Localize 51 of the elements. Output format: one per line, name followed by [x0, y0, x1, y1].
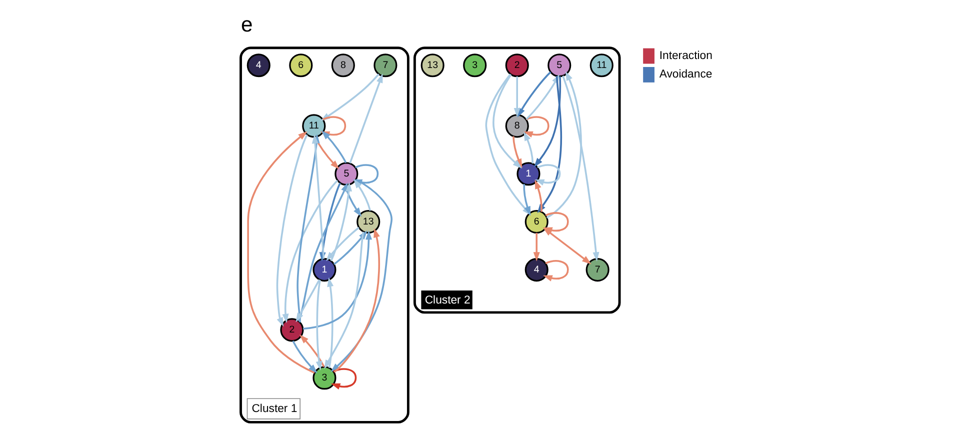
arrow: [330, 368, 356, 390]
arrow: [326, 277, 334, 368]
arrow: [344, 184, 362, 217]
arrow: [276, 134, 308, 327]
arrow: [523, 116, 549, 138]
arrow: [295, 279, 320, 322]
diagram-title: e: [240, 13, 252, 36]
arrow: [542, 212, 568, 234]
arrow: [330, 182, 352, 262]
arrow: [542, 260, 568, 282]
node-circle: 6: [288, 54, 312, 78]
arrow: [282, 180, 338, 324]
node-circle: 8: [330, 54, 354, 78]
arrow: [348, 74, 382, 164]
node-circle: 3: [462, 54, 486, 78]
node-circle: 8: [504, 114, 528, 138]
node-circle: 13: [356, 210, 380, 234]
arrow: [246, 131, 314, 374]
node-circle: 4: [246, 54, 270, 78]
arrow: [298, 182, 348, 322]
node-circle: 13: [420, 54, 444, 78]
arrow: [324, 232, 364, 370]
arrow: [534, 180, 542, 212]
legend-label: Avoidance: [658, 68, 712, 81]
arrow: [513, 76, 520, 118]
arrow: [562, 75, 599, 262]
node-circle: 5: [547, 54, 571, 78]
node-circle: 11: [302, 114, 326, 138]
arrow: [546, 71, 582, 218]
node-circle: 1: [312, 258, 336, 282]
node-circle: 7: [373, 54, 397, 78]
node-circle: 5: [334, 162, 358, 186]
arrow: [326, 226, 359, 262]
node-circle: 2: [504, 54, 528, 78]
arrow: [292, 340, 317, 374]
legend-label: Interaction: [658, 50, 712, 62]
arrow: [532, 232, 540, 262]
node-circle: 2: [280, 318, 304, 342]
arrow: [533, 76, 561, 168]
node-circle: 4: [524, 258, 548, 282]
node-circle: 11: [589, 54, 613, 78]
arrow: [298, 334, 324, 368]
arrow: [314, 136, 339, 170]
arrow: [523, 132, 534, 164]
arrow: [516, 71, 551, 118]
arrow: [315, 280, 322, 370]
node-circle: 7: [585, 258, 609, 282]
node-circle: 6: [524, 210, 548, 234]
node-circle: 1: [516, 162, 540, 186]
arrow: [534, 164, 560, 186]
node-circle: 3: [312, 366, 336, 390]
